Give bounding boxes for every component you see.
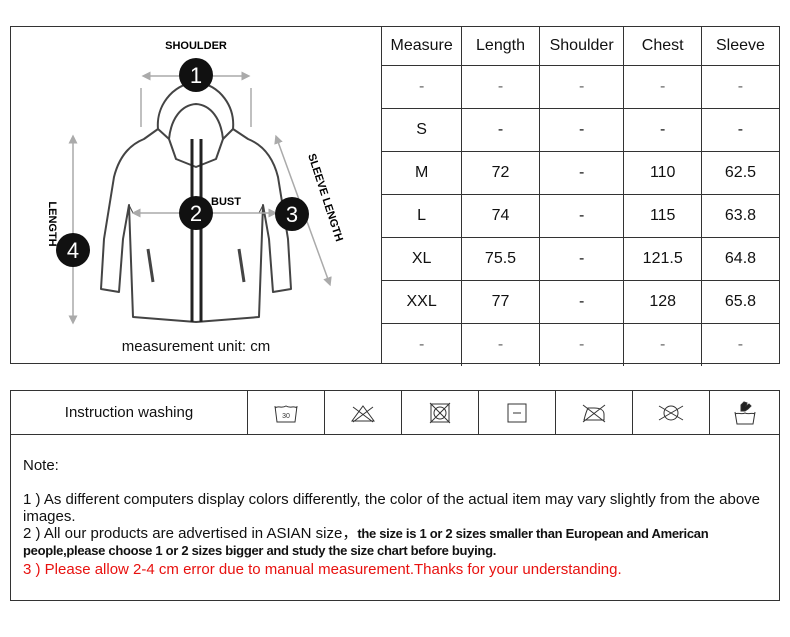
table-cell: 115	[623, 194, 702, 238]
hand-wash-icon	[710, 391, 779, 434]
table-cell: -	[382, 323, 463, 366]
table-cell: -	[623, 65, 702, 109]
svg-text:3: 3	[286, 202, 298, 227]
size-cell: XXL	[382, 280, 463, 324]
note-line-3: 3 ) Please allow 2-4 cm error due to man…	[23, 561, 622, 578]
table-cell: -	[623, 108, 702, 152]
header-shoulder: Shoulder	[538, 27, 625, 66]
table-cell: 77	[461, 280, 540, 324]
table-row: - - - - -	[382, 65, 779, 109]
jacket-diagram: SHOULDER BUST SLEEVE LENGTH LENGTH 1 2 3…	[46, 40, 345, 325]
measurement-unit-label: measurement unit: cm	[121, 338, 271, 355]
table-row: L 74 - 115 63.8	[382, 194, 779, 238]
table-cell: -	[538, 194, 625, 238]
size-chart-panel: SHOULDER BUST SLEEVE LENGTH LENGTH 1 2 3…	[10, 26, 780, 366]
svg-text:1: 1	[190, 63, 202, 88]
note-line-2: 2 ) All our products are advertised in A…	[23, 525, 773, 559]
do-not-tumble-dry-icon	[402, 391, 479, 434]
header-chest: Chest	[623, 27, 702, 66]
table-cell: -	[538, 237, 625, 281]
bust-label: BUST	[211, 196, 241, 208]
note-line-2-start: 2 ) All our products are advertised in A…	[23, 525, 358, 542]
table-cell: 72	[461, 151, 540, 195]
size-cell: XL	[382, 237, 463, 281]
table-cell: -	[382, 65, 463, 109]
table-cell: 74	[461, 194, 540, 238]
table-row: - - - - -	[382, 323, 779, 366]
table-cell: -	[538, 323, 625, 366]
table-cell: 63.8	[700, 194, 779, 238]
table-cell: -	[538, 280, 625, 324]
table-cell: -	[623, 323, 702, 366]
notes-title: Note:	[23, 457, 59, 474]
washing-instructions-row: Instruction washing 30	[11, 391, 779, 435]
length-label: LENGTH	[46, 201, 58, 246]
table-cell: -	[700, 108, 779, 152]
table-cell: 75.5	[461, 237, 540, 281]
do-not-bleach-icon	[325, 391, 402, 434]
table-row: XL 75.5 - 121.5 64.8	[382, 237, 779, 281]
table-cell: -	[700, 323, 779, 366]
table-cell: 121.5	[623, 237, 702, 281]
marker-3: 3	[275, 197, 309, 231]
table-cell: -	[700, 65, 779, 109]
table-cell: -	[538, 151, 625, 195]
size-cell: M	[382, 151, 463, 195]
jacket-outline	[100, 81, 292, 323]
jacket-diagram-cell: SHOULDER BUST SLEEVE LENGTH LENGTH 1 2 3…	[11, 27, 382, 363]
svg-text:4: 4	[67, 238, 79, 263]
shoulder-label: SHOULDER	[165, 40, 227, 52]
header-length: Length	[461, 27, 540, 66]
sleeve-label: SLEEVE LENGTH	[305, 152, 345, 243]
do-not-iron-icon	[556, 391, 633, 434]
wash-30-icon: 30	[248, 391, 325, 434]
marker-4: 4	[56, 233, 90, 267]
header-sleeve: Sleeve	[700, 27, 779, 66]
table-row: M 72 - 110 62.5	[382, 151, 779, 195]
care-and-notes-panel: Instruction washing 30	[10, 390, 780, 601]
table-cell: 128	[623, 280, 702, 324]
table-cell: -	[461, 65, 540, 109]
table-cell: 110	[623, 151, 702, 195]
table-row: XXL 77 - 128 65.8	[382, 280, 779, 324]
size-cell: L	[382, 194, 463, 238]
svg-text:2: 2	[190, 201, 202, 226]
table-row: S - - - -	[382, 108, 779, 152]
svg-text:30: 30	[282, 413, 290, 420]
note-line-2-condensed: the size is 1 or 2 sizes smaller than Eu…	[23, 526, 709, 558]
washing-label: Instruction washing	[11, 391, 248, 434]
table-cell: -	[538, 65, 625, 109]
table-header-row: Measure Length Shoulder Chest Sleeve	[382, 27, 779, 66]
header-measure: Measure	[382, 27, 463, 66]
table-cell: 62.5	[700, 151, 779, 195]
table-cell: -	[461, 323, 540, 366]
table-cell: 65.8	[700, 280, 779, 324]
line-dry-icon	[479, 391, 556, 434]
marker-2: 2	[179, 196, 213, 230]
note-line-1: 1 ) As different computers display color…	[23, 491, 761, 525]
do-not-dry-clean-icon	[633, 391, 710, 434]
table-cell: -	[461, 108, 540, 152]
notes-section: Note: 1 ) As different computers display…	[23, 457, 773, 578]
size-cell: S	[382, 108, 463, 152]
marker-1: 1	[179, 58, 213, 92]
size-table: Measure Length Shoulder Chest Sleeve - -…	[382, 27, 779, 366]
table-cell: 64.8	[700, 237, 779, 281]
table-cell: -	[538, 108, 625, 152]
